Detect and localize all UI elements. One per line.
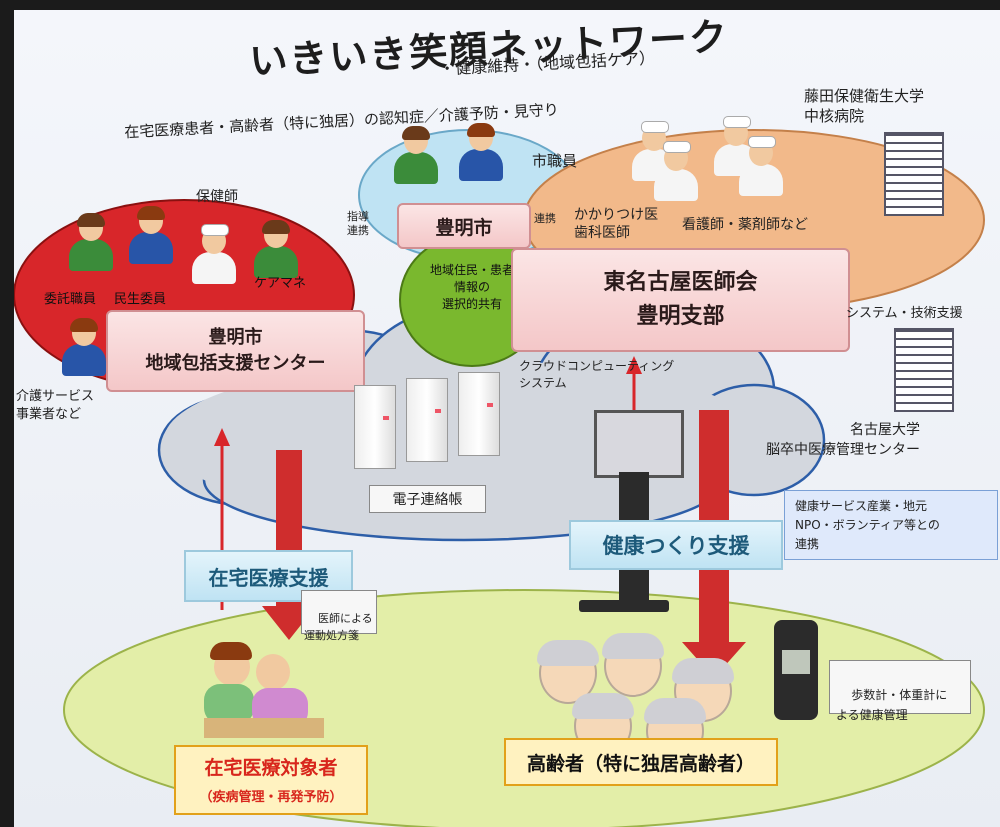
pharmacist-icon [739,136,783,196]
toyoake-city-box: 豊明市 [397,203,531,249]
city-staff-icon [394,126,438,184]
koureisha-box: 高齢者（特に独居高齢者） [504,738,778,786]
itaku-label: 委託職員 [44,292,97,307]
nagoya-univ-label: 名古屋大学 脳卒中医療管理センター [766,422,920,458]
hospital-building-icon [884,132,944,216]
denshi-renraku-box: 電子連絡帳 [369,485,486,513]
nurse-icon [192,224,236,284]
ishi-memo-label: 医師による 運動処方箋 [304,612,373,642]
kaigo-service-label: 介護サービス 事業者など [16,389,95,422]
kenko-service-label: 健康サービス産業・地元 NPO・ボランティア等との 連携 [795,499,940,551]
kenko-shien-box: 健康つくり支援 [569,520,783,570]
kakaritsuke-label: かかりつけ医 歯科医師 [574,207,659,241]
staff-icon [129,206,173,264]
nurse-icon [714,116,758,176]
ishikai-box: 東名古屋医師会 豊明支部 [511,248,850,352]
university-building-icon [894,328,954,412]
zaitaku-shien-box: 在宅医療支援 [184,550,353,602]
center-line1: 豊明市 [208,327,263,348]
zaitaku-target-label: 在宅医療対象者 [204,757,338,779]
toyoake-city-label: 豊明市 [435,216,493,239]
hosuukei-label: 歩数計・体重計に よる健康管理 [836,688,948,722]
koureisha-label: 高齢者（特に独居高齢者） [526,752,755,775]
zaitaku-shien-label: 在宅医療支援 [208,565,329,590]
kenko-shien-label: 健康つくり支援 [602,534,750,558]
server-icon [354,385,396,469]
minsei-label: 民生委員 [114,292,167,307]
server-icon [406,378,448,462]
care-manager-label: ケアマネ [254,276,307,291]
ishikai-line2: 豊明支部 [636,304,725,329]
zaitaku-target-box: 在宅医療対象者 （疾病管理・再発予防） [174,745,368,815]
slide: いきいき笑顔ネットワーク ・健康維持・（地域包括ケア） 在宅医療患者・高齢者（特… [14,10,1000,827]
care-worker-icon [62,318,106,376]
fujita-univ-label: 藤田保健衛生大学 中核病院 [804,87,925,125]
zaitaku-target-sub: （疾病管理・再発予防） [199,790,343,805]
denshi-renraku-label: 電子連絡帳 [392,492,463,508]
hokenshi-label: 保健師 [196,189,238,205]
city-staff-label: 市職員 [532,152,578,170]
system-support-label: システム・技術支援 [846,306,963,321]
staff-icon [69,213,113,271]
center-box: 豊明市 地域包括支援センター [106,310,365,392]
doctor-icon [654,141,698,201]
home-care-patient-illustration [204,638,324,748]
kiosk-base-icon [579,600,669,612]
kiosk-screen-icon [594,410,684,478]
info-share-label: 地域住民・患者 情報の 選択的共有 [429,263,514,311]
hosuukei-box: 歩数計・体重計に よる健康管理 [829,660,971,722]
cloud-label: クラウドコンピューティング システム [519,359,675,390]
renkei-label: 連携 [534,212,556,225]
ishi-memo-box: 医師による 運動処方箋 [301,590,377,642]
ishikai-line1: 東名古屋医師会 [603,270,758,295]
shidou-renkei-label: 指導 連携 [347,210,369,237]
staff-icon [254,220,298,278]
center-line2: 地域包括支援センター [145,353,326,374]
server-icon [458,372,500,456]
kenko-service-box: 健康サービス産業・地元 NPO・ボランティア等との 連携 [784,490,998,560]
elder-icon [602,633,664,697]
kangoshi-label: 看護師・薬剤師など [682,217,808,233]
city-staff-icon [459,123,503,181]
pedometer-icon [774,620,818,720]
